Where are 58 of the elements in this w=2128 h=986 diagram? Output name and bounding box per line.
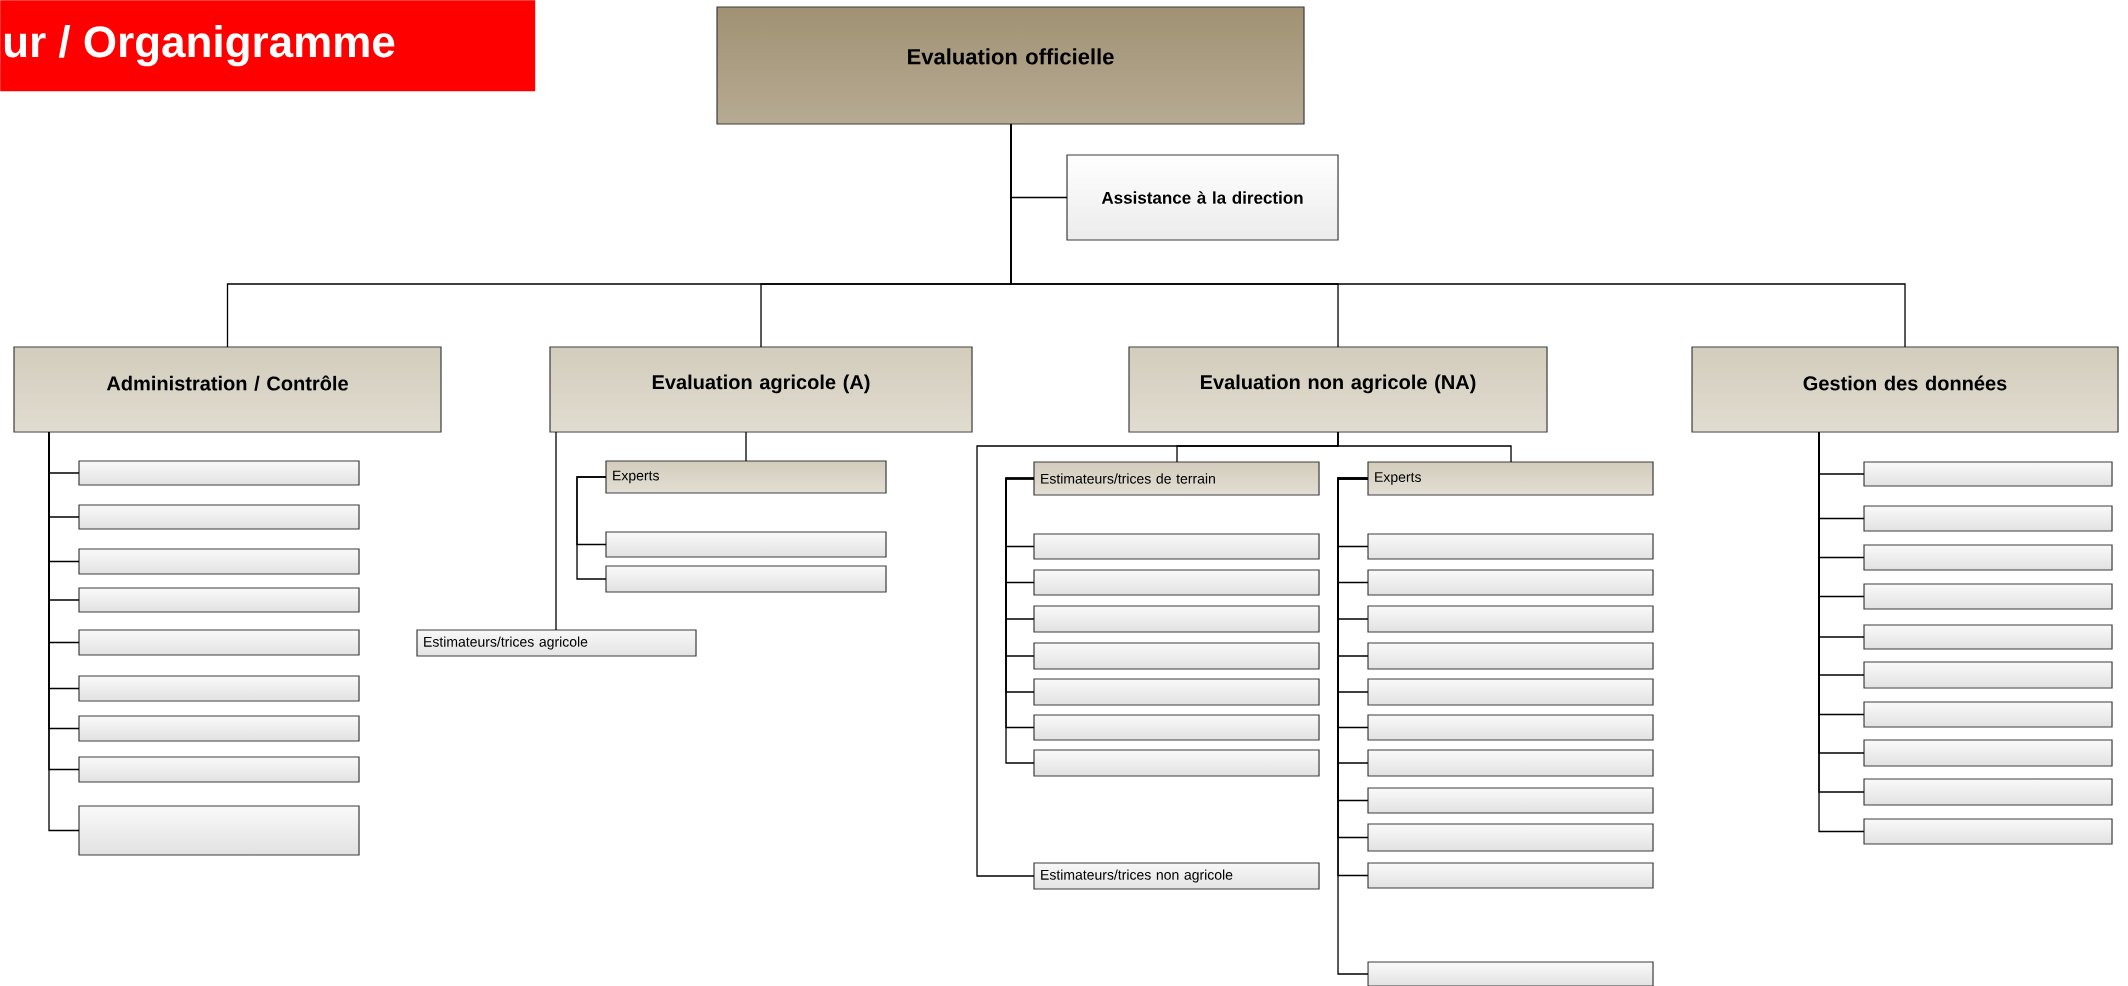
connector-line	[1010, 123, 1906, 348]
empty-box	[1863, 461, 2113, 487]
empty-box	[78, 675, 360, 702]
empty-box	[1033, 605, 1320, 633]
department-box: Evaluation agricole (A)	[549, 346, 973, 433]
empty-box	[1033, 642, 1320, 670]
empty-box	[1367, 787, 1654, 814]
empty-box	[1863, 624, 2113, 650]
header-box: Evaluation officielle	[716, 6, 1305, 125]
team-box: Estimateurs/trices de terrain	[1033, 461, 1320, 496]
unit-box: Assistance à la direction	[1066, 154, 1339, 241]
empty-box	[78, 460, 360, 486]
empty-box	[1367, 961, 1654, 986]
empty-box	[1863, 818, 2113, 845]
connector-line	[576, 476, 607, 580]
team-box: Experts	[605, 460, 887, 494]
department-box: Evaluation non agricole (NA)	[1128, 346, 1548, 433]
empty-box	[1367, 569, 1654, 596]
team-box: Estimateurs/trices agricole	[416, 629, 697, 657]
empty-box	[605, 565, 887, 593]
empty-box	[1367, 714, 1654, 741]
connector-line	[1337, 477, 1369, 975]
empty-box	[1033, 749, 1320, 777]
connector-line	[976, 431, 1339, 877]
empty-box	[1863, 739, 2113, 767]
empty-box	[1033, 533, 1320, 560]
empty-box	[1367, 533, 1654, 560]
department-box: Administration / Contrôle	[13, 346, 442, 433]
connector-line	[555, 431, 557, 631]
empty-box	[1367, 862, 1654, 889]
empty-box	[1367, 823, 1654, 852]
empty-box	[78, 629, 360, 656]
empty-box	[78, 587, 360, 613]
empty-box	[78, 756, 360, 783]
empty-box	[1033, 569, 1320, 596]
empty-box	[1367, 749, 1654, 777]
empty-box	[1863, 505, 2113, 532]
empty-box	[1033, 714, 1320, 741]
team-box: Estimateurs/trices non agricole	[1033, 862, 1320, 890]
empty-box	[1863, 778, 2113, 806]
empty-box	[1367, 678, 1654, 706]
department-box: Gestion des données	[1691, 346, 2119, 433]
empty-box	[78, 805, 360, 856]
empty-box	[78, 715, 360, 742]
empty-box	[1367, 642, 1654, 670]
connector-line	[745, 431, 747, 462]
empty-box	[1863, 544, 2113, 571]
empty-box	[1033, 678, 1320, 706]
empty-box	[1863, 583, 2113, 610]
empty-box	[78, 504, 360, 530]
empty-box	[78, 548, 360, 575]
empty-box	[1863, 701, 2113, 728]
empty-box	[1863, 661, 2113, 689]
title-banner: ur / Organigramme	[0, 0, 536, 92]
empty-box	[605, 531, 887, 558]
connector-line	[48, 431, 80, 832]
team-box: Experts	[1367, 461, 1654, 496]
empty-box	[1367, 605, 1654, 633]
